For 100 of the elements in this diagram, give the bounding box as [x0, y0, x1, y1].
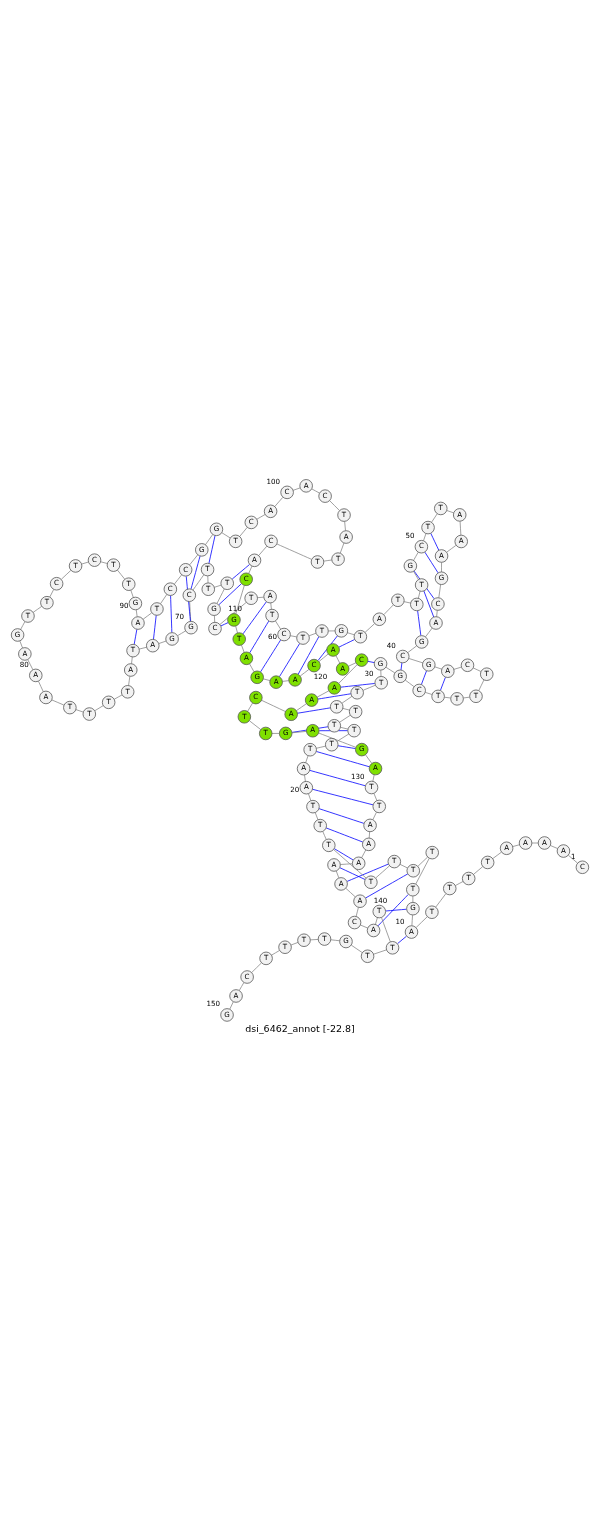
connector: [412, 895, 414, 903]
node-circle: T: [106, 557, 121, 572]
node-circle: T: [40, 595, 54, 609]
node-circle: A: [288, 672, 302, 687]
node-circle: C: [244, 515, 258, 529]
connector: [177, 630, 186, 636]
connector: [19, 640, 23, 648]
connector: [299, 668, 310, 676]
connector: [368, 830, 370, 838]
connector: [441, 561, 442, 572]
connector: [478, 679, 485, 691]
node-circle: T: [278, 940, 292, 954]
node-circle: C: [182, 588, 197, 602]
connector: [339, 866, 366, 880]
connector: [453, 666, 462, 670]
node-circle: T: [425, 845, 439, 859]
node-circle: A: [429, 615, 443, 630]
connector: [170, 594, 173, 633]
node-circle: T: [306, 799, 320, 813]
node-circle: A: [284, 707, 298, 721]
node-circle: T: [364, 780, 379, 794]
connector: [345, 887, 356, 897]
node-circle: A: [239, 651, 254, 665]
node-circle: T: [387, 854, 401, 868]
connector: [249, 719, 261, 730]
node-circle: C: [460, 658, 475, 672]
node-circle: T: [406, 882, 420, 896]
node-circle: A: [263, 504, 278, 518]
connector: [32, 605, 42, 613]
connector: [380, 669, 382, 677]
node-circle: T: [310, 554, 325, 569]
node-label: 60: [268, 631, 278, 641]
connector: [417, 856, 429, 867]
node-label: 20: [290, 784, 300, 794]
node-circle: G: [393, 669, 407, 683]
node-circle: G: [434, 571, 449, 585]
node-circle: T: [461, 871, 476, 885]
node-circle: C: [396, 649, 410, 663]
connector: [314, 811, 319, 820]
connector: [249, 663, 255, 672]
connector: [190, 555, 201, 589]
connector: [325, 827, 364, 842]
connector: [220, 621, 229, 626]
connector: [531, 842, 539, 843]
node-circle: T: [313, 818, 327, 832]
connector: [297, 706, 331, 714]
connector: [49, 588, 55, 597]
connector: [308, 632, 317, 636]
node-circle: C: [414, 539, 429, 553]
connector: [160, 593, 168, 604]
connector: [128, 675, 131, 686]
connector: [318, 729, 349, 731]
node-label: 1: [571, 851, 576, 861]
node-circle: A: [353, 894, 367, 908]
connector: [297, 635, 320, 675]
connector: [446, 544, 457, 553]
connector: [347, 631, 355, 635]
connector: [339, 542, 345, 553]
connector: [291, 730, 307, 733]
node-circle: T: [337, 507, 351, 522]
node-circle: C: [163, 581, 178, 596]
node-circle: T: [317, 931, 332, 946]
connector: [348, 661, 357, 667]
connector: [142, 612, 153, 620]
node-circle: T: [325, 737, 339, 751]
connector: [247, 702, 253, 712]
node-circle: C: [249, 690, 263, 704]
connector: [328, 630, 336, 631]
node-circle: A: [327, 680, 342, 695]
connector: [492, 851, 502, 859]
node-circle: T: [372, 799, 386, 813]
node-circle: G: [207, 601, 221, 616]
connector: [304, 774, 306, 782]
connector: [323, 559, 333, 561]
node-circle: G: [406, 901, 420, 915]
node-circle: T: [322, 838, 336, 852]
node-circle: T: [425, 905, 439, 919]
node-circle: A: [334, 876, 348, 891]
connector: [318, 807, 365, 824]
connector: [279, 642, 301, 677]
node-label: 80: [19, 659, 29, 669]
connector: [472, 667, 482, 672]
node-label: 70: [175, 611, 185, 621]
connector: [512, 843, 520, 847]
node-label: 150: [206, 998, 220, 1008]
connector: [405, 679, 415, 687]
connector: [213, 584, 222, 588]
node-circle: T: [360, 949, 375, 963]
node-circle: T: [82, 706, 97, 721]
node-circle: T: [450, 691, 464, 706]
node-circle: A: [39, 690, 53, 704]
node-circle: C: [264, 534, 278, 548]
connector: [317, 635, 338, 661]
node-circle: A: [269, 674, 283, 689]
node-label: 110: [228, 603, 242, 613]
connector: [296, 702, 307, 711]
connector: [262, 678, 271, 681]
connector: [241, 644, 245, 653]
connector: [339, 862, 353, 865]
connector: [372, 811, 377, 820]
